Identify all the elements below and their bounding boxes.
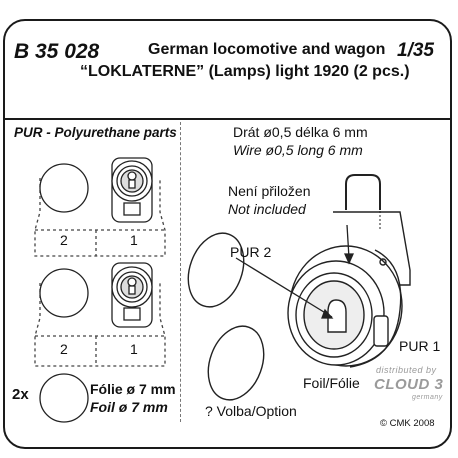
part-label-1-bottom: 1 [130,341,138,357]
parts-group-2 [34,262,166,367]
product-subtitle: “LOKLATERNE” (Lamps) light 1920 (2 pcs.) [80,63,410,80]
not-included-en: Not included [228,201,306,217]
foil-multiplier: 2x [12,386,29,403]
copyright: © CMK 2008 [380,418,435,429]
product-scale: 1/35 [397,40,434,61]
pur1-label: PUR 1 [399,338,441,354]
pur-parts-title: PUR - Polyurethane parts [14,125,177,140]
part-label-1-top: 1 [130,232,138,248]
lamp-assembly [187,174,411,401]
wire-label-en: Wire ø0,5 long 6 mm [233,142,363,158]
foil-label: Foil/Fólie [303,375,360,391]
part-label-2-bottom: 2 [60,341,68,357]
header-divider [5,118,450,120]
product-code: B 35 028 [14,40,100,63]
part-label-2-top: 2 [60,232,68,248]
product-title: German locomotive and wagon [148,41,386,58]
panel-divider [180,122,181,422]
pur2-label: PUR 2 [230,244,272,260]
foil-label-en: Foil ø 7 mm [90,399,168,415]
not-included-cz: Není přiložen [228,183,311,199]
foil-circle [39,373,89,423]
parts-group-1 [34,157,166,257]
watermark-line-1: distributed by [376,365,437,375]
watermark-line-2: CLOUD 3 [374,376,444,393]
wire-label-cz: Drát ø0,5 délka 6 mm [233,124,368,140]
assembly-arrows [235,224,355,319]
option-label: ? Volba/Option [205,403,297,419]
foil-label-cz: Fólie ø 7 mm [90,381,176,397]
watermark-line-3: germany [412,394,443,401]
